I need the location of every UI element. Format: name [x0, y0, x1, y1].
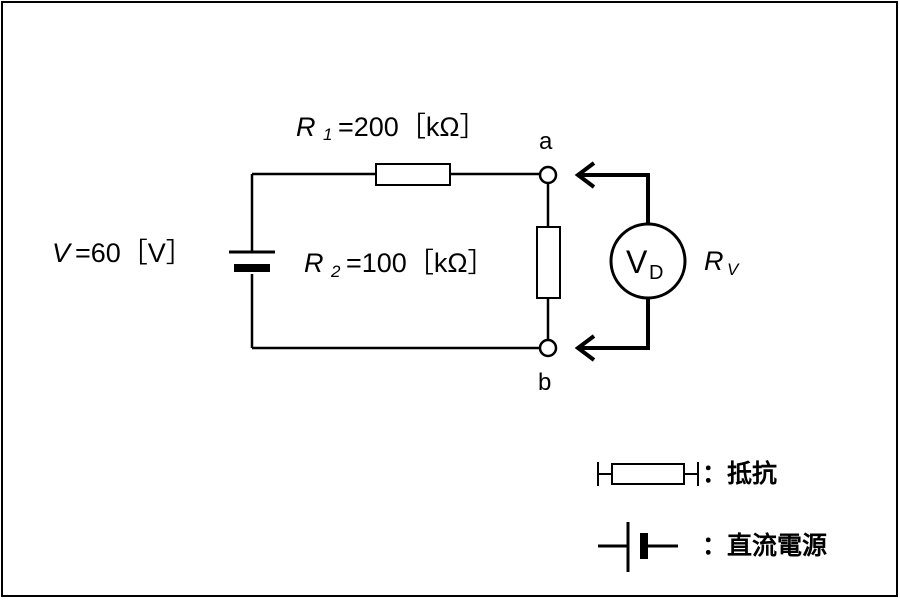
- legend-dc-source-label: ：直流電源: [702, 531, 827, 560]
- r2-value: =100［kΩ］: [346, 248, 495, 278]
- voltmeter-subscript: D: [649, 262, 663, 284]
- r2-subscript: 2: [330, 262, 341, 281]
- terminal-b-label: b: [538, 369, 551, 396]
- resistor-r2: [536, 226, 561, 299]
- rv-subscript: V: [727, 260, 740, 279]
- voltmeter-symbol: [609, 222, 687, 300]
- legend-resistor-label: ：抵抗: [702, 459, 777, 488]
- voltmeter-label: V: [626, 244, 648, 280]
- r1-subscript: 1: [323, 125, 332, 144]
- r2-symbol: R: [304, 248, 324, 278]
- circuit-wires: [250, 172, 550, 350]
- legend-resistor-symbol: [597, 462, 699, 486]
- voltmeter-leads: [574, 161, 650, 362]
- terminal-a-label: a: [539, 128, 553, 155]
- source-symbol: V: [52, 238, 73, 268]
- dc-source-symbol: [229, 250, 275, 272]
- legend-dc-source-symbol: [598, 522, 678, 572]
- r1-value: =200［kΩ］: [338, 112, 487, 142]
- terminal-b: [538, 338, 558, 358]
- terminal-a: [538, 165, 558, 185]
- resistor-r1: [375, 163, 451, 186]
- source-value: =60［V］: [75, 238, 193, 268]
- r1-symbol: R: [296, 112, 316, 142]
- rv-symbol: R: [704, 246, 724, 276]
